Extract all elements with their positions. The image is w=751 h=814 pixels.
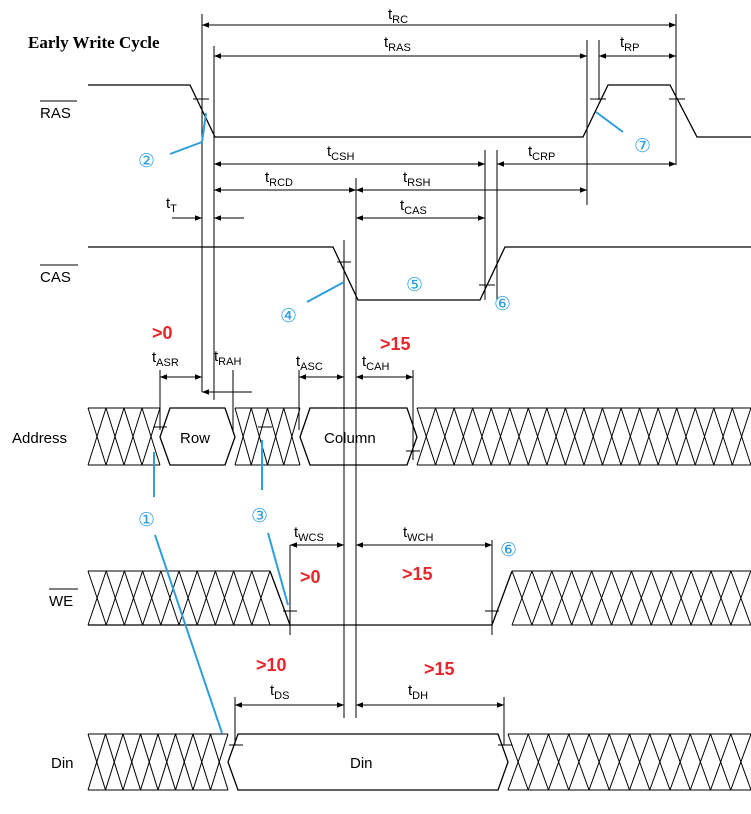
- signal-din-label: Din: [51, 755, 74, 772]
- tcsh-label: tCSH: [327, 143, 354, 163]
- trah-label: tRAH: [214, 348, 241, 368]
- address-column-label: Column: [324, 430, 376, 447]
- din-invalid-region: [87, 733, 229, 791]
- address-row-window: [159, 407, 236, 466]
- we-low-region: [269, 570, 513, 626]
- marker-2: ②: [138, 151, 155, 172]
- svg-text:CAS: CAS: [40, 269, 71, 286]
- tt-label: tT: [166, 195, 177, 215]
- trcd-label: tRCD: [265, 169, 293, 189]
- twcs-label: tWCS: [294, 524, 324, 544]
- address-transition-region: [234, 407, 301, 466]
- we-invalid-region-2: [511, 570, 751, 626]
- marker-5: ⑤: [406, 275, 423, 296]
- signal-we-label: WE: [49, 588, 78, 610]
- address-invalid-region: [87, 407, 161, 466]
- din-bus: Din: [87, 733, 751, 791]
- svg-text:WE: WE: [49, 593, 73, 610]
- twch-constraint: >15: [402, 564, 433, 584]
- tdh-label: tDH: [408, 682, 428, 702]
- marker-6-cas: ⑥: [494, 294, 511, 315]
- tcas-label: tCAS: [400, 197, 427, 217]
- we-invalid-region: [87, 570, 271, 626]
- marker-3: ③: [251, 506, 268, 527]
- address-invalid-region-2: [416, 407, 751, 466]
- trsh-label: tRSH: [403, 169, 430, 189]
- tds-label: tDS: [270, 682, 289, 702]
- marker-4: ④: [280, 306, 297, 327]
- tcah-label: tCAH: [362, 353, 389, 373]
- tcah-constraint: >15: [380, 334, 411, 354]
- reference-lines: [159, 14, 677, 745]
- din-valid-label: Din: [350, 755, 373, 772]
- timing-arrows: [160, 22, 676, 708]
- address-bus: Row Column: [87, 407, 751, 466]
- marker-1: ①: [138, 510, 155, 531]
- trp-label: tRP: [620, 34, 639, 54]
- twcs-constraint: >0: [300, 567, 321, 587]
- marker-7: ⑦: [634, 136, 651, 157]
- trc-label: tRC: [388, 6, 408, 26]
- marker-leaders: [153, 111, 624, 734]
- tcrp-label: tCRP: [528, 143, 555, 163]
- marker-6-we: ⑥: [500, 540, 517, 561]
- cas-waveform: [88, 246, 751, 301]
- address-row-label: Row: [180, 430, 210, 447]
- din-valid-window: [227, 733, 509, 791]
- twch-label: tWCH: [403, 524, 433, 544]
- tasr-label: tASR: [152, 349, 179, 369]
- din-invalid-region-2: [507, 733, 751, 791]
- signal-ras-label: RAS: [40, 100, 77, 122]
- svg-text:RAS: RAS: [40, 105, 71, 122]
- ras-waveform: [88, 84, 751, 138]
- signal-address-label: Address: [12, 430, 67, 447]
- address-column-window: [299, 407, 418, 466]
- tasc-label: tASC: [296, 353, 323, 373]
- tds-constraint: >10: [256, 655, 287, 675]
- diagram-title: Early Write Cycle: [28, 33, 160, 52]
- tasr-constraint: >0: [152, 323, 173, 343]
- tdh-constraint: >15: [424, 659, 455, 679]
- tras-label: tRAS: [384, 34, 411, 54]
- we-bus: [87, 570, 751, 626]
- signal-cas-label: CAS: [40, 264, 78, 286]
